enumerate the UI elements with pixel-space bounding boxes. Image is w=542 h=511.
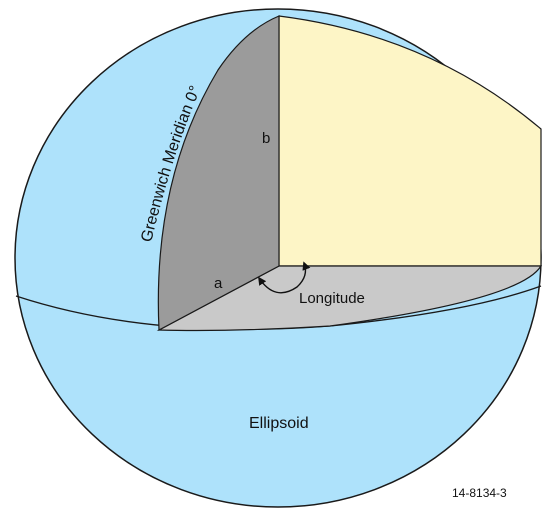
axis-b-label: b xyxy=(262,130,270,147)
longitude-angle-arrow xyxy=(258,261,311,294)
figure-number: 14-8134-3 xyxy=(452,486,507,500)
longitude-label: Longitude xyxy=(299,290,365,307)
meridian-plane xyxy=(157,15,280,331)
longitude-plane xyxy=(278,15,542,267)
equatorial-plane xyxy=(156,265,542,332)
axis-a-label: a xyxy=(214,275,223,292)
ellipsoid-label: Ellipsoid xyxy=(249,415,309,432)
